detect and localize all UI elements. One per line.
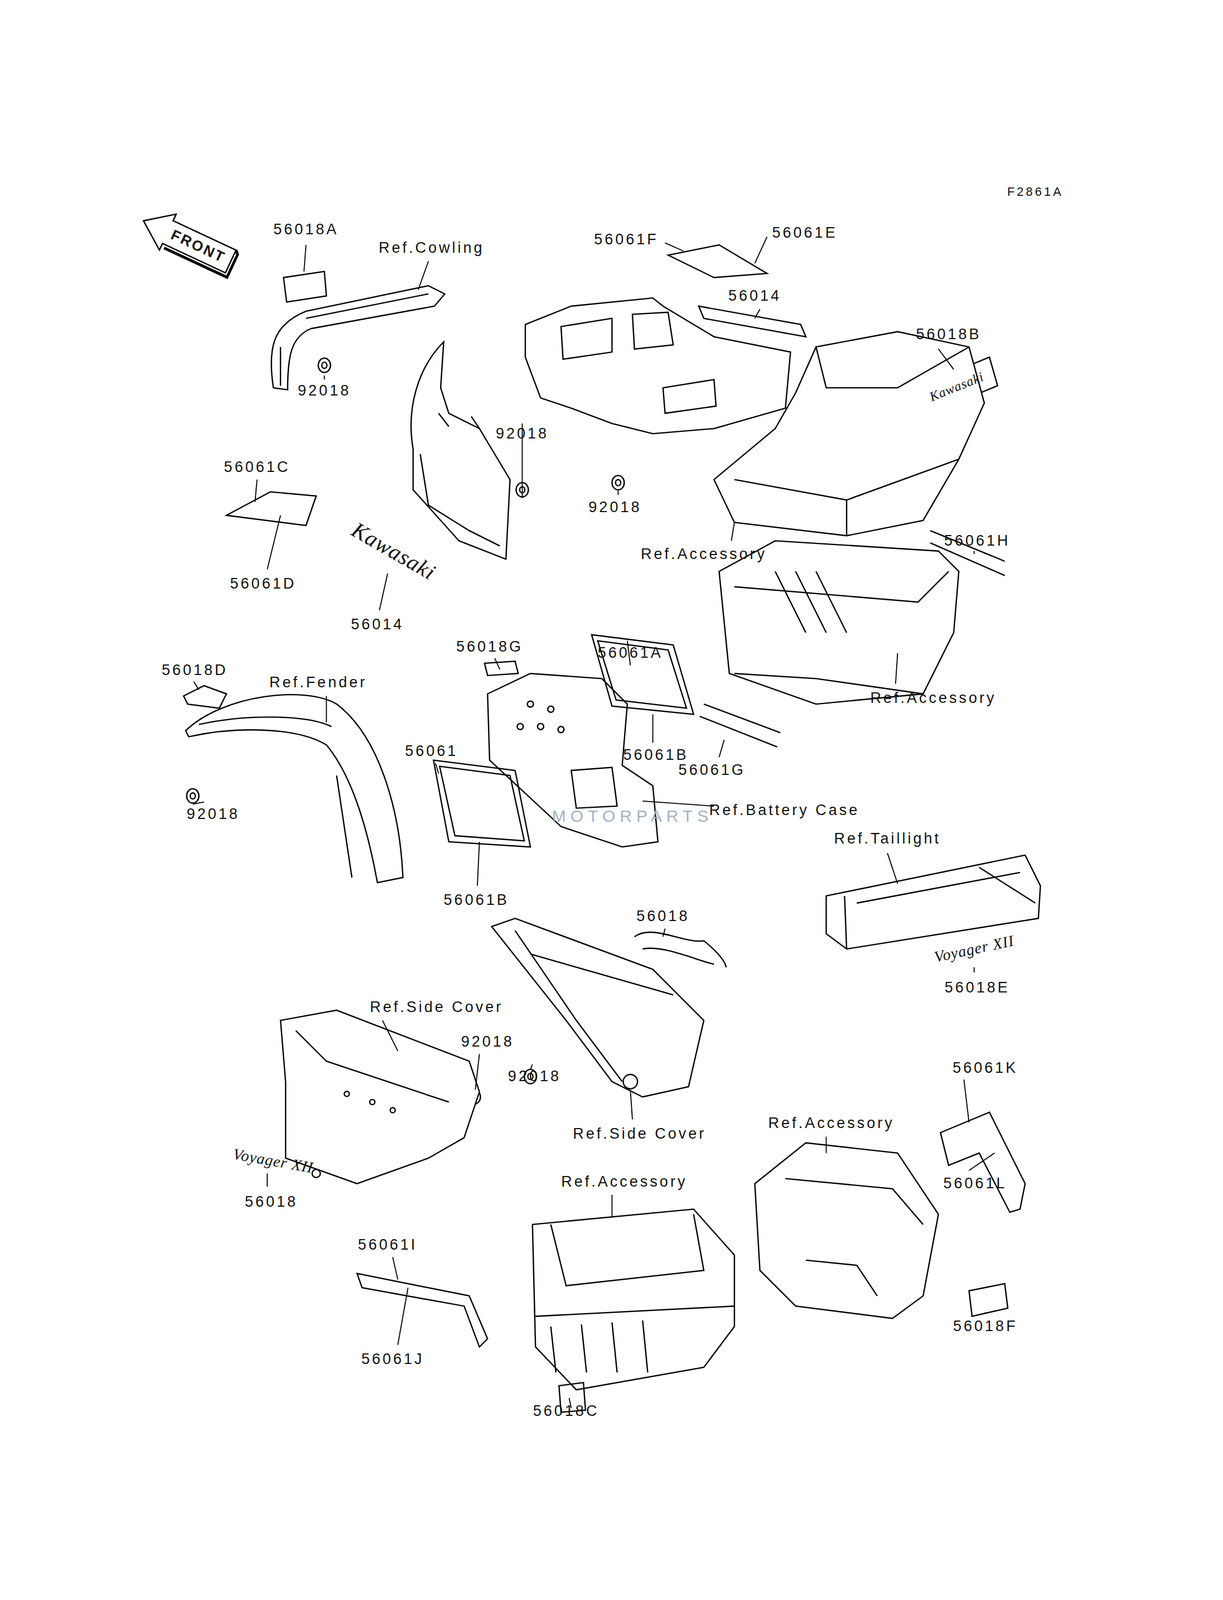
watermark: MOTORPARTS [552,807,713,825]
decal [698,306,806,337]
trunk-lid [713,331,985,536]
callout-number: 56061H [944,533,1011,549]
callout-number: 92018 [461,1033,515,1050]
side-cover-detail [515,930,674,1082]
callout-number: 56061F [593,231,659,248]
upper-fairing [525,297,791,434]
callout-number: 56018E [944,979,1010,995]
callout-number: 56018B [915,326,981,342]
arrow-shape [134,202,239,280]
cowling-strip-edge [280,293,429,386]
callout-number: 56061A [597,645,664,661]
callout-number: 56061B [623,747,689,763]
callout-number: 56061I [358,1236,418,1252]
cowling-strip [271,285,445,390]
callout-number: 92018 [588,499,642,515]
saddlebag [754,1142,939,1319]
front-fender [185,694,404,883]
callout-number: 56061D [230,576,297,592]
front-cowl-detail [420,413,501,546]
battery-case-opening [571,766,617,808]
decal [969,1283,1009,1317]
decal [283,271,327,303]
callout-number: 56061 [404,743,458,759]
front-cowl [411,341,510,560]
callout-number: Ref.Side Cover [369,999,504,1015]
callout-number: 56061L [943,1175,1007,1191]
side-cover-holes [312,1090,396,1178]
callout-number: 56014 [728,288,782,304]
callout-number: Ref.Side Cover [572,1125,707,1142]
callout-number: 56014 [350,616,404,632]
callout-number: 92018 [186,806,240,822]
callout-number: Ref.Taillight [833,830,941,847]
callout-number: 92018 [508,1068,562,1084]
trunk-base-detail [734,571,949,694]
callout-number: 56018G [456,639,524,655]
decal-frame [940,1112,1026,1212]
decal-frame [433,760,531,847]
callout-number: 92018 [495,426,549,442]
side-cover [280,1009,480,1184]
callout-number: 56061G [678,762,746,778]
callout-number: Ref.Battery Case [709,802,860,818]
script-decal [634,931,727,968]
saddlebag-detail [535,1214,735,1372]
leader-lines [192,236,995,1408]
callout-number: Ref.Cowling [378,240,485,256]
callout-number: 56018A [273,221,339,238]
decal-frame [591,634,694,715]
callout-number: 56061E [772,225,838,241]
side-cover [491,917,704,1097]
saddlebag-detail [785,1178,923,1296]
decal [226,491,317,526]
callout-number: F2861A [1007,185,1064,198]
trunk-lid-detail [734,346,970,536]
callout-number: 56018 [636,908,690,924]
emblem-text: Kawasaki [347,518,440,584]
side-cover-knob [623,1074,638,1089]
callout-number: Ref.Accessory [870,690,997,706]
callout-number: Ref.Fender [269,674,367,690]
decal [668,244,767,278]
saddlebag [532,1208,735,1390]
decal [183,685,227,708]
emblem-text: Voyager XII [933,932,1016,965]
callout-number: 56018F [953,1318,1018,1334]
arrow-shadow [163,221,239,278]
callout-number: Ref.Accessory [561,1173,688,1189]
callout-number: 56018D [161,662,229,678]
decal-band [699,703,781,747]
callout-number: 92018 [297,383,351,399]
callout-number: 56061B [443,892,510,908]
side-cover-detail [295,1030,449,1102]
callout-number: 56018C [533,1403,600,1419]
callout-number: 56061J [361,1351,425,1367]
battery-case-holes [516,701,564,733]
callout-number: Ref.Accessory [768,1115,895,1131]
callout-number: 56061K [952,1060,1018,1076]
direction-arrow: FRONT [133,201,244,283]
callout-number: Ref.Accessory [640,546,767,562]
trunk-base [718,540,959,704]
decal [484,660,519,676]
callout-number: 56018 [244,1194,298,1210]
fender-detail [199,716,352,878]
callout-number: 56061C [224,459,291,475]
decal-frame [356,1273,488,1347]
fairing-openings [561,312,717,414]
